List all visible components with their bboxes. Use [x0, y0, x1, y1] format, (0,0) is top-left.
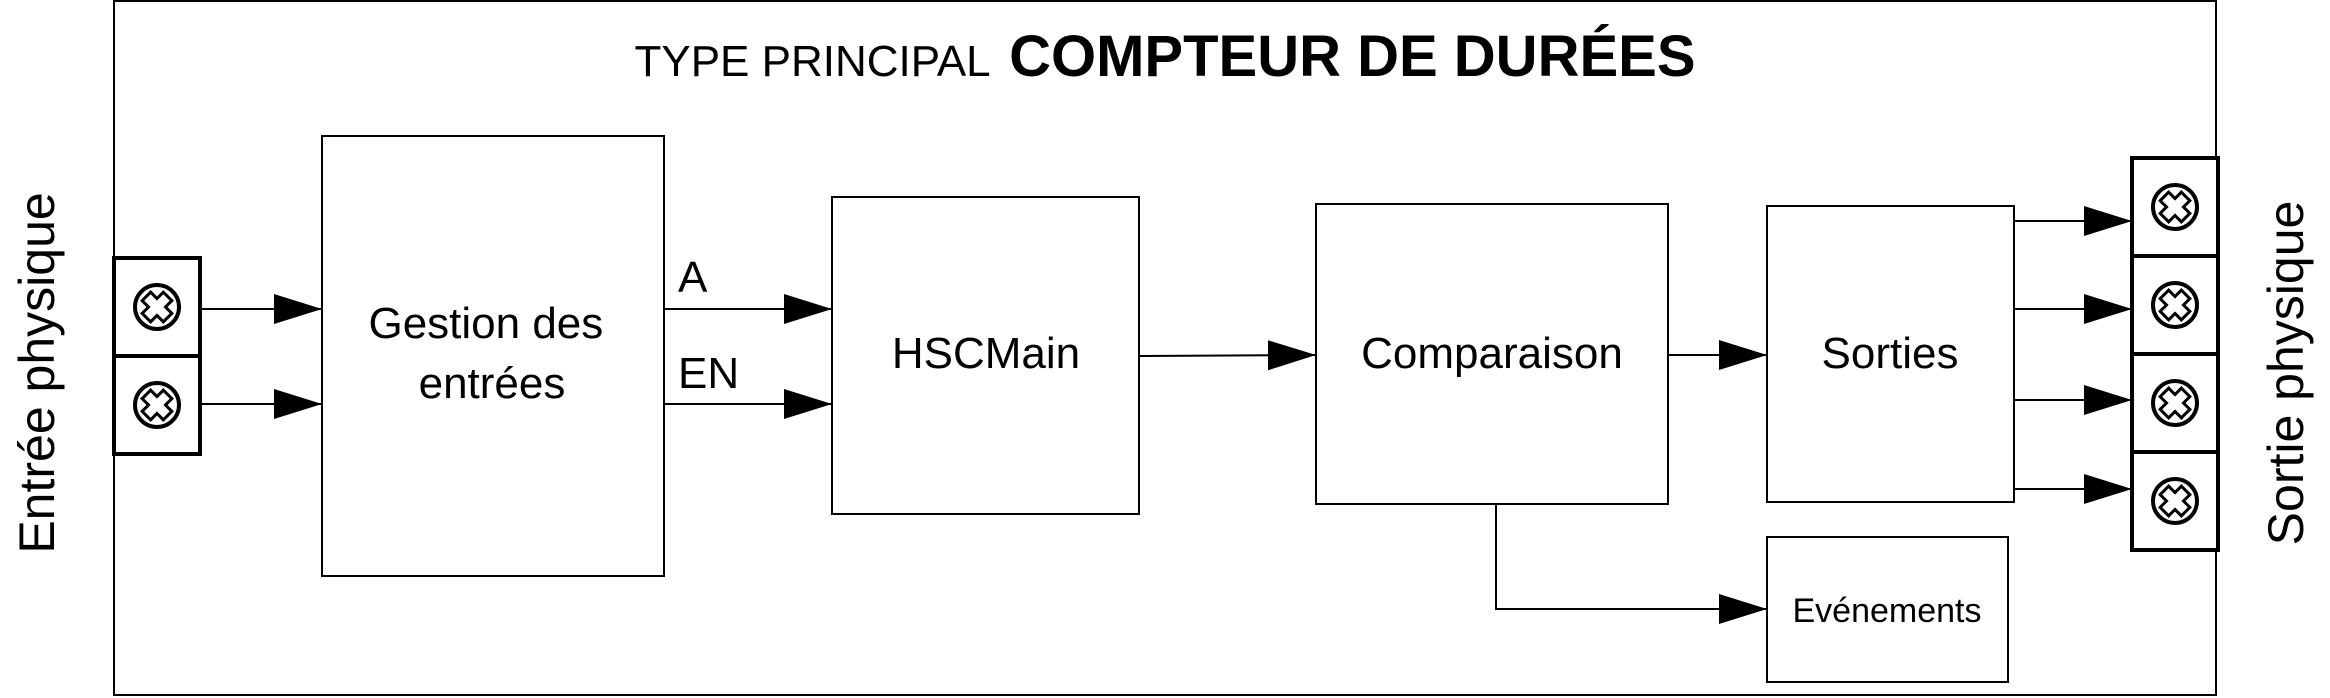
diagram-title: TYPE PRINCIPAL COMPTEUR DE DURÉES	[634, 24, 1695, 89]
screw-terminal-icon	[2151, 477, 2199, 525]
block-comparaison: Comparaison	[1315, 203, 1669, 505]
block-gestion-des-entrees: Gestion des entrées	[321, 135, 665, 577]
screw-terminal-icon	[133, 283, 181, 331]
block-label-gestion-line2: entrées	[419, 359, 566, 408]
block-label-sorties: Sorties	[1822, 329, 1959, 378]
screw-terminal-icon	[2151, 183, 2199, 231]
screw-terminal-icon	[2151, 379, 2199, 427]
input-side-label: Entrée physique	[9, 192, 65, 553]
block-hscmain: HSCMain	[831, 196, 1140, 515]
input-terminal-strip	[112, 256, 202, 456]
svg-text:Gestion des entrées: Gestion des entrées	[368, 299, 615, 408]
connector-hscmain-comparaison	[1138, 340, 1317, 371]
output-terminal-strip	[2130, 156, 2220, 552]
signal-label-a: A	[678, 253, 708, 302]
block-label-hscmain: HSCMain	[892, 329, 1080, 378]
connectors	[200, 206, 2132, 624]
output-side-label: Sortie physique	[2258, 201, 2314, 546]
title-main: COMPTEUR DE DURÉES	[1009, 24, 1695, 89]
block-label-comparaison: Comparaison	[1361, 329, 1623, 378]
screw-terminal-icon	[133, 381, 181, 429]
block-evenements: Evénements	[1766, 536, 2009, 683]
block-label-evenements: Evénements	[1793, 592, 1982, 630]
title-prefix: TYPE PRINCIPAL	[634, 37, 990, 86]
connector-comparaison-evenements	[1495, 504, 1767, 624]
block-label-gestion-line1: Gestion des	[368, 299, 603, 348]
screw-terminal-icon	[2151, 281, 2199, 329]
signal-label-en: EN	[678, 349, 739, 398]
block-sorties: Sorties	[1766, 205, 2015, 503]
